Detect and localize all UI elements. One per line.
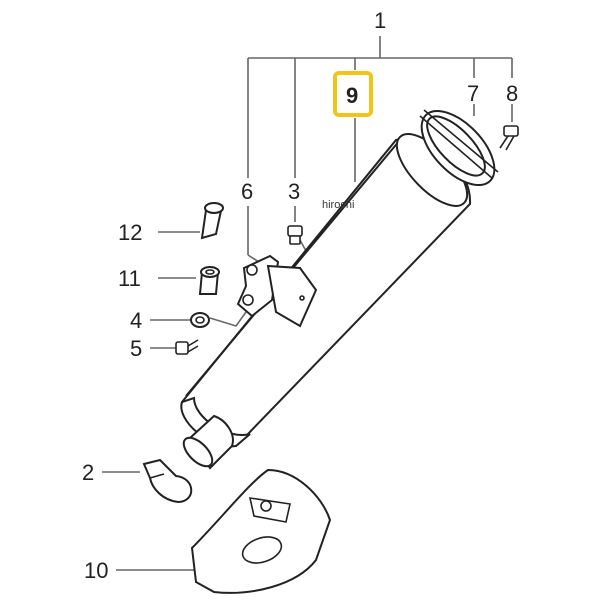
spacer-12-icon bbox=[200, 202, 224, 240]
mounting-bracket bbox=[236, 254, 318, 328]
label-3: 3 bbox=[288, 179, 300, 204]
front-cone-clamp bbox=[419, 109, 499, 187]
label-12: 12 bbox=[118, 220, 142, 245]
bolt-8-icon bbox=[499, 125, 519, 151]
silencer bbox=[180, 133, 472, 470]
label-10: 10 bbox=[84, 558, 108, 583]
label-2: 2 bbox=[82, 460, 94, 485]
bush-11-icon bbox=[198, 266, 220, 295]
label-7: 7 bbox=[467, 81, 479, 106]
label-5: 5 bbox=[130, 336, 142, 361]
label-8: 8 bbox=[506, 81, 518, 106]
heat-shield bbox=[190, 468, 332, 594]
label-4: 4 bbox=[130, 308, 142, 333]
highlight-box bbox=[333, 71, 373, 117]
bolt-3-icon bbox=[287, 225, 303, 245]
label-11: 11 bbox=[118, 266, 141, 291]
label-1: 1 bbox=[374, 8, 386, 33]
bolt-5-icon bbox=[175, 339, 199, 355]
part-labels: 1 2 3 4 5 6 7 8 9 10 11 12 hirochi bbox=[82, 8, 518, 583]
washer-4-icon bbox=[190, 312, 210, 328]
clamp-2-icon bbox=[142, 458, 193, 504]
label-9: 9 bbox=[346, 83, 358, 108]
label-6: 6 bbox=[241, 179, 253, 204]
watermark-text: hirochi bbox=[322, 199, 354, 211]
leader-lines bbox=[102, 36, 513, 571]
